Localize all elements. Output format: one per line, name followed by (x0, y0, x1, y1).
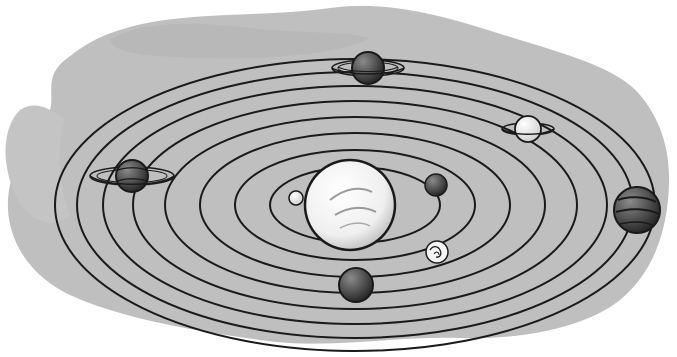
planet-jupiter (614, 187, 660, 233)
planet-venus (425, 174, 447, 196)
planet-earth (426, 241, 448, 263)
planet-mars (339, 268, 373, 302)
sun (305, 160, 395, 250)
planet-mercury (289, 191, 303, 205)
